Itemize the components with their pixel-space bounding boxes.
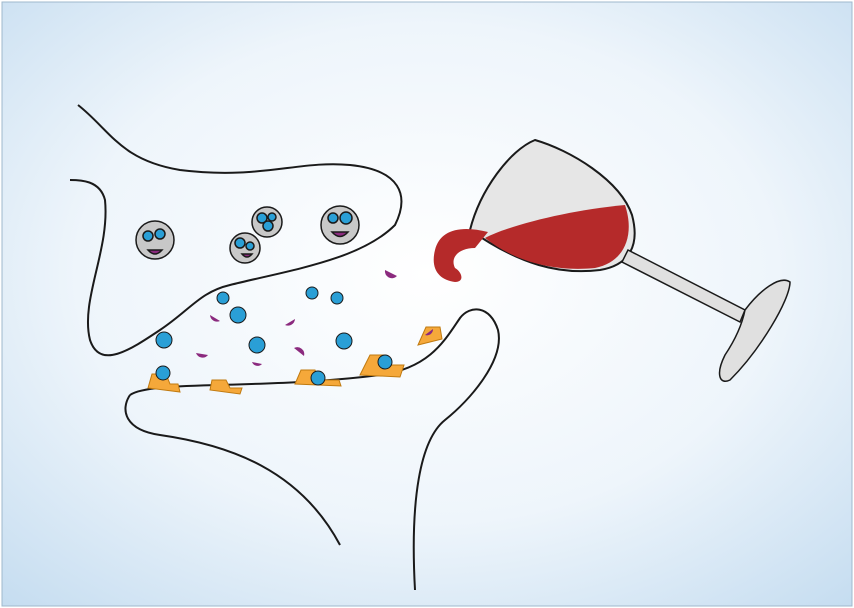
bound-molecules xyxy=(155,354,393,386)
wine-glass xyxy=(433,138,791,382)
glass-stem xyxy=(620,248,746,324)
free-purple-molecules xyxy=(196,270,434,366)
vesicle xyxy=(320,205,360,245)
vesicle xyxy=(229,232,261,264)
presynaptic-neuron-outline xyxy=(69,104,403,357)
wine xyxy=(485,205,629,269)
vesicles xyxy=(135,205,360,264)
glass-base xyxy=(718,279,791,382)
pouring-wine xyxy=(433,229,488,282)
postsynaptic-neuron-outline xyxy=(124,308,500,591)
vesicle xyxy=(135,220,175,260)
vesicle xyxy=(251,206,283,238)
free-blue-molecules xyxy=(155,286,353,354)
